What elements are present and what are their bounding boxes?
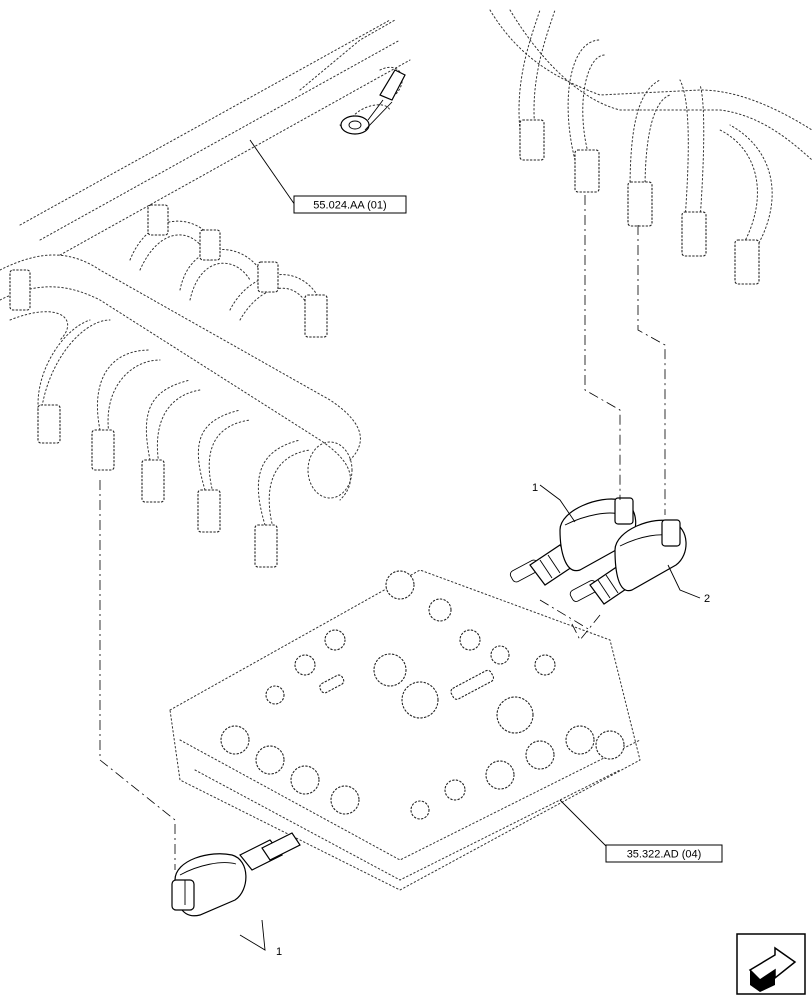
callout-number-bottom: 1: [276, 946, 282, 958]
wiring-harness-left: [0, 19, 411, 536]
next-page-arrow-icon[interactable]: [736, 933, 806, 995]
valve-body-reference-label: 35.322.AD (04): [627, 849, 702, 861]
solenoid-valve-2-top: [569, 519, 687, 605]
harness-connectors-right: [519, 119, 760, 285]
callout-lines: [239, 139, 701, 951]
valve-body: [169, 569, 641, 891]
harness-reference-box[interactable]: 55.024.AA (01): [293, 195, 407, 214]
solenoid-valve-1-bottom: [171, 832, 301, 917]
callout-number-top-left: 1: [532, 482, 538, 494]
solenoid-valve-1-top: [509, 497, 637, 586]
wiring-harness-right: [489, 9, 812, 251]
ring-terminal: [340, 69, 406, 135]
valve-body-reference-box[interactable]: 35.322.AD (04): [605, 844, 723, 863]
callout-number-top-right: 2: [704, 593, 710, 605]
harness-connectors-left: [9, 204, 328, 568]
harness-reference-label: 55.024.AA (01): [313, 200, 386, 212]
assembly-leader-lines: [99, 195, 666, 870]
